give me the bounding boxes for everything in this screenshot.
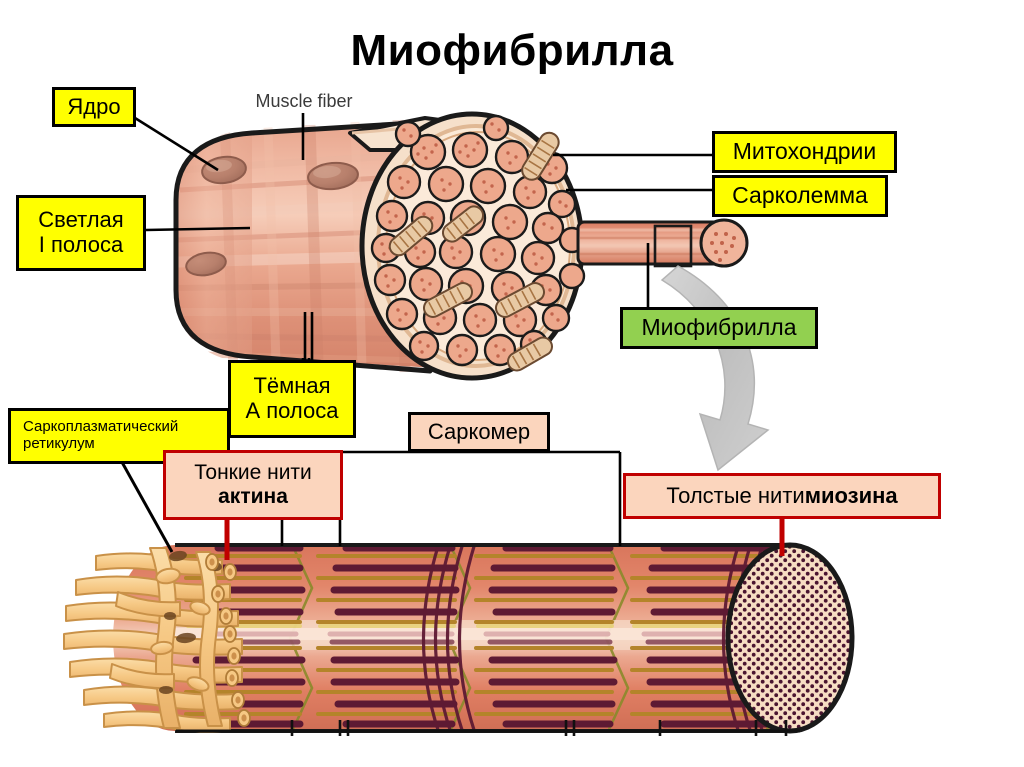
label-thick-myosin-bold: миозина	[804, 482, 898, 508]
cut-arcs	[421, 545, 778, 731]
label-light-i-band-line2: I полоса	[38, 232, 124, 257]
label-thin-actin-filaments: Тонкие нити актина	[163, 450, 343, 520]
label-sr-line1: Саркоплазматический	[23, 418, 179, 436]
measurement-baseline	[176, 720, 800, 736]
label-sr-line2: ретикулум	[23, 435, 95, 452]
label-dark-a-band: Тёмная А полоса	[228, 360, 356, 438]
label-thick-myosin-normal: Толстые нити	[666, 482, 805, 508]
label-sarcolemma: Сарколемма	[712, 175, 888, 217]
label-thin-actin-line1: Тонкие нити	[194, 461, 312, 485]
label-muscle-fiber: Muscle fiber	[255, 90, 353, 111]
zoom-curve-arrow	[660, 265, 770, 472]
label-dark-a-band-line1: Тёмная	[253, 373, 331, 399]
sarcoplasmic-reticulum	[63, 547, 251, 733]
zoom-selection-box	[653, 224, 693, 268]
myofibril-illustration	[63, 542, 855, 736]
label-sarcoplasmic-reticulum: Саркоплазматический ретикулум	[8, 408, 230, 464]
muscle-fiber-illustration	[173, 111, 770, 472]
myofibril-end-cap	[725, 542, 855, 734]
label-light-i-band-line1: Светлая	[38, 207, 124, 233]
label-thin-actin-line2: актина	[218, 485, 288, 508]
label-myofibril: Миофибрилла	[620, 307, 818, 349]
extracted-myofibril	[576, 218, 749, 268]
label-light-i-band: Светлая I полоса	[16, 195, 146, 271]
label-dark-a-band-line2: А полоса	[245, 398, 339, 423]
label-sarcomere: Саркомер	[408, 412, 550, 452]
page-title: Миофибрилла	[350, 26, 674, 75]
label-mitochondria: Митохондрии	[712, 131, 897, 173]
label-thick-myosin-filaments: Толстые нити миозина	[623, 473, 941, 519]
label-nucleus: Ядро	[52, 87, 136, 127]
fiber-cross-section	[359, 111, 586, 381]
